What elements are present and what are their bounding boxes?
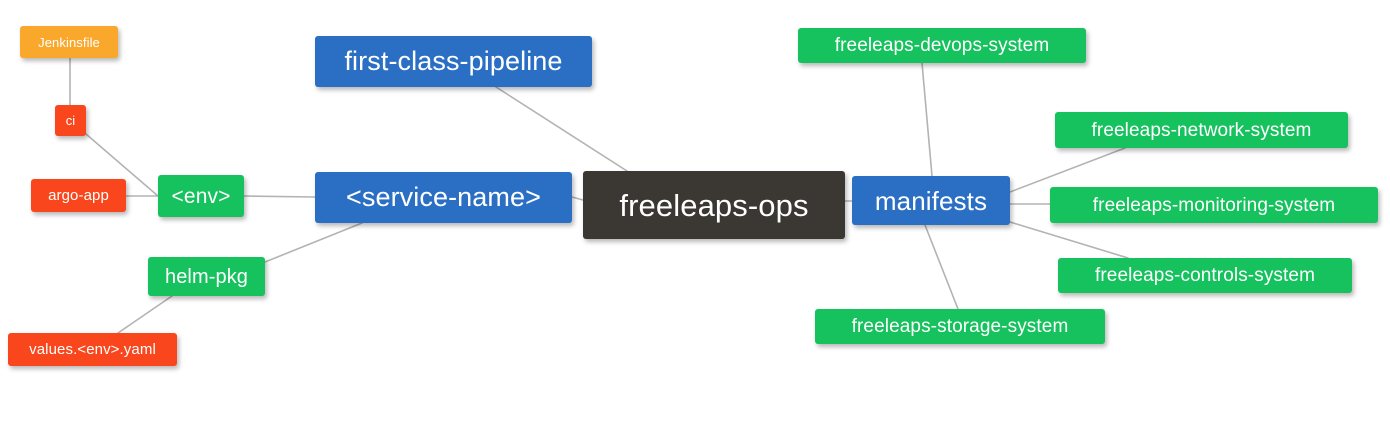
node-service-name[interactable]: <service-name> [315, 172, 572, 223]
node-controls-system[interactable]: freeleaps-controls-system [1058, 258, 1352, 293]
node-argo-app[interactable]: argo-app [31, 179, 126, 212]
node-network-system[interactable]: freeleaps-network-system [1055, 112, 1348, 148]
node-storage-system[interactable]: freeleaps-storage-system [815, 309, 1105, 344]
node-label: <service-name> [346, 182, 541, 212]
node-manifests[interactable]: manifests [852, 176, 1010, 225]
edge-manifests-to-devops-system [921, 62, 933, 177]
node-label: ci [65, 113, 76, 128]
node-label: freeleaps-controls-system [1094, 265, 1316, 286]
node-monitoring-system[interactable]: freeleaps-monitoring-system [1050, 187, 1378, 223]
node-helm-pkg[interactable]: helm-pkg [148, 257, 265, 296]
node-label: freeleaps-storage-system [851, 316, 1069, 337]
node-label: freeleaps-monitoring-system [1092, 194, 1336, 216]
node-label: freeleaps-network-system [1091, 119, 1312, 141]
edge-manifests-to-storage-system [924, 224, 959, 310]
edge-manifests-to-network-system [1009, 147, 1126, 193]
node-label: Jenkinsfile [38, 34, 100, 50]
node-ci[interactable]: ci [55, 105, 86, 136]
edge-first-class-pipeline-to-freeleaps-ops [495, 86, 628, 172]
node-label: helm-pkg [164, 265, 249, 288]
node-label: values.<env>.yaml [29, 341, 156, 358]
node-jenkinsfile[interactable]: Jenkinsfile [20, 26, 118, 58]
node-label: argo-app [48, 187, 109, 204]
node-values-env-yaml[interactable]: values.<env>.yaml [8, 333, 177, 366]
node-label: <env> [171, 184, 231, 208]
edge-service-name-to-helm-pkg [264, 222, 363, 263]
edge-service-name-to-freeleaps-ops [571, 196, 584, 201]
node-devops-system[interactable]: freeleaps-devops-system [798, 28, 1086, 63]
node-label: freeleaps-ops [619, 187, 809, 223]
node-freeleaps-ops[interactable]: freeleaps-ops [583, 171, 845, 239]
node-env[interactable]: <env> [158, 175, 244, 217]
node-first-class-pipeline[interactable]: first-class-pipeline [315, 36, 592, 87]
edge-helm-pkg-to-values-env-yaml [117, 295, 173, 334]
node-label: manifests [874, 185, 988, 216]
edge-manifests-to-controls-system [1009, 221, 1129, 259]
node-label: freeleaps-devops-system [834, 35, 1050, 56]
edge-env-to-service-name [243, 195, 316, 198]
node-label: first-class-pipeline [344, 46, 563, 76]
